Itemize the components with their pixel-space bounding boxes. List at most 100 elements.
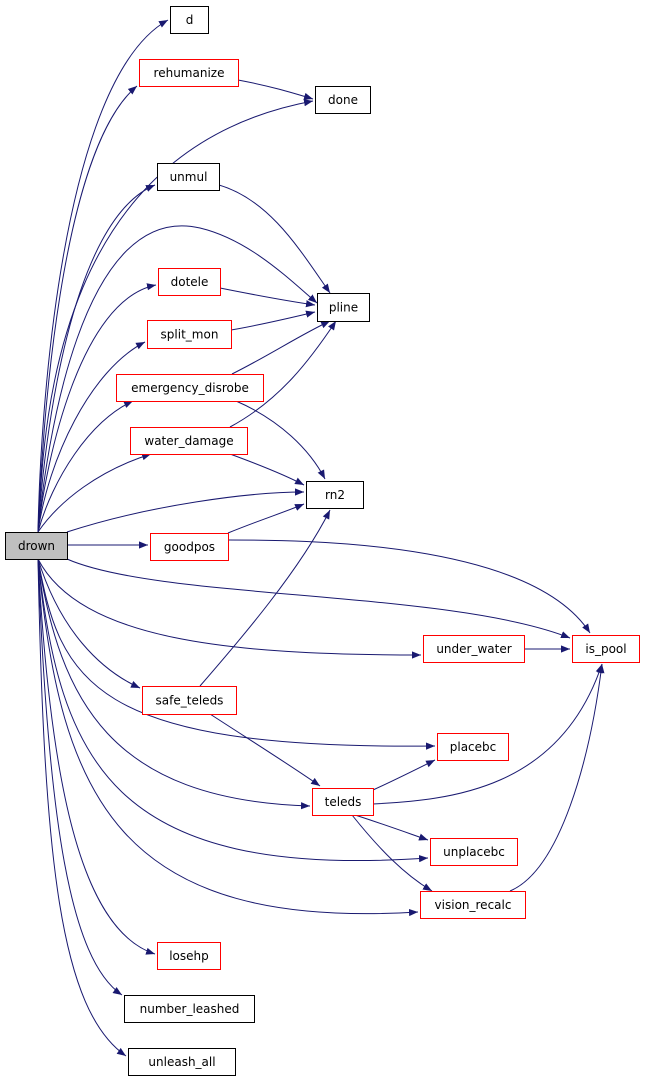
- edge-drown-to-teleds: [37, 558, 311, 810]
- edge-water_damage-to-pline: [229, 320, 337, 428]
- node-under_water[interactable]: under_water: [423, 635, 525, 663]
- node-vision_recalc[interactable]: vision_recalc: [420, 891, 526, 919]
- node-box-number_leashed[interactable]: [124, 995, 255, 1023]
- node-box-rn2[interactable]: [306, 481, 364, 509]
- edge-teleds-to-unplacebc: [354, 814, 429, 841]
- node-box-unmul[interactable]: [157, 163, 220, 191]
- node-label-number_leashed: number_leashed: [140, 1002, 240, 1016]
- node-label-done: done: [328, 93, 358, 107]
- node-goodpos[interactable]: goodpos: [150, 533, 229, 561]
- node-rehumanize[interactable]: rehumanize: [139, 59, 239, 87]
- node-label-teleds: teleds: [325, 795, 362, 809]
- node-box-unplacebc[interactable]: [430, 838, 518, 866]
- node-label-placebc: placebc: [450, 740, 497, 754]
- node-box-teleds[interactable]: [312, 788, 374, 816]
- node-label-rn2: rn2: [325, 488, 345, 502]
- node-done[interactable]: done: [315, 86, 371, 114]
- edge-drown-to-losehp: [37, 558, 156, 955]
- node-d[interactable]: d: [170, 6, 209, 34]
- edge-drown-to-d: [37, 19, 169, 533]
- edge-drown-to-rn2: [66, 488, 305, 533]
- node-pline[interactable]: pline: [317, 293, 370, 322]
- edge-rehumanize-to-done: [237, 79, 314, 100]
- node-box-under_water[interactable]: [423, 635, 525, 663]
- edge-drown-to-split_mon: [37, 341, 146, 533]
- node-label-split_mon: split_mon: [161, 328, 219, 342]
- edge-drown-to-dotele: [37, 283, 157, 533]
- node-label-unmul: unmul: [170, 170, 208, 184]
- edge-safe_teleds-to-teleds: [209, 713, 321, 787]
- edge-drown-to-rehumanize: [37, 85, 138, 533]
- node-label-dotele: dotele: [171, 275, 209, 289]
- node-box-is_pool[interactable]: [572, 635, 640, 663]
- node-unplacebc[interactable]: unplacebc: [430, 838, 518, 866]
- node-placebc[interactable]: placebc: [437, 733, 509, 761]
- node-emergency_disrobe[interactable]: emergency_disrobe: [116, 374, 264, 402]
- node-box-dotele[interactable]: [158, 268, 221, 296]
- node-box-split_mon[interactable]: [147, 320, 232, 349]
- node-label-water_damage: water_damage: [144, 434, 233, 448]
- edge-drown-to-placebc: [37, 558, 436, 750]
- edge-unmul-to-pline: [218, 184, 331, 294]
- node-label-unleash_all: unleash_all: [148, 1055, 215, 1069]
- edge-goodpos-to-is_pool: [227, 539, 591, 634]
- edge-teleds-to-vision_recalc: [351, 814, 433, 892]
- node-box-unleash_all[interactable]: [128, 1048, 236, 1076]
- node-split_mon[interactable]: split_mon: [147, 320, 232, 349]
- node-label-unplacebc: unplacebc: [443, 845, 505, 859]
- node-drown[interactable]: drown: [5, 532, 68, 560]
- edge-drown-to-under_water: [37, 558, 422, 659]
- node-unmul[interactable]: unmul: [157, 163, 220, 191]
- edge-drown-to-unplacebc: [37, 558, 429, 863]
- node-label-goodpos: goodpos: [164, 540, 215, 554]
- edge-drown-to-number_leashed: [37, 558, 123, 996]
- node-label-rehumanize: rehumanize: [154, 66, 225, 80]
- node-label-safe_teleds: safe_teleds: [156, 694, 224, 708]
- node-box-d[interactable]: [170, 6, 209, 34]
- node-teleds[interactable]: teleds: [312, 788, 374, 816]
- node-label-under_water: under_water: [436, 642, 511, 656]
- edge-emergency_disrobe-to-pline: [231, 320, 331, 375]
- edge-water_damage-to-rn2: [229, 453, 305, 486]
- edge-split_mon-to-pline: [230, 310, 316, 331]
- edge-drown-to-unmul: [37, 184, 156, 533]
- node-box-rehumanize[interactable]: [139, 59, 239, 87]
- node-label-d: d: [186, 13, 194, 27]
- node-number_leashed[interactable]: number_leashed: [124, 995, 255, 1023]
- node-label-pline: pline: [329, 301, 358, 315]
- node-box-water_damage[interactable]: [130, 427, 248, 455]
- node-is_pool[interactable]: is_pool: [572, 635, 640, 663]
- edge-drown-to-emergency_disrobe: [37, 400, 134, 533]
- node-losehp[interactable]: losehp: [157, 942, 221, 970]
- node-box-drown[interactable]: [5, 532, 68, 560]
- node-rn2[interactable]: rn2: [306, 481, 364, 509]
- node-box-done[interactable]: [315, 86, 371, 114]
- node-box-losehp[interactable]: [157, 942, 221, 970]
- edge-drown-to-unleash_all: [37, 558, 127, 1057]
- node-box-pline[interactable]: [317, 293, 370, 322]
- edge-emergency_disrobe-to-rn2: [235, 400, 326, 480]
- node-label-losehp: losehp: [169, 949, 209, 963]
- edge-drown-to-done: [37, 99, 314, 533]
- node-box-placebc[interactable]: [437, 733, 509, 761]
- edge-vision_recalc-to-is_pool: [509, 663, 605, 892]
- node-box-vision_recalc[interactable]: [420, 891, 526, 919]
- node-water_damage[interactable]: water_damage: [130, 427, 248, 455]
- node-label-is_pool: is_pool: [585, 642, 626, 656]
- node-label-drown: drown: [18, 539, 55, 553]
- node-box-goodpos[interactable]: [150, 533, 229, 561]
- edge-safe_teleds-to-rn2: [199, 509, 331, 687]
- edge-teleds-to-is_pool: [372, 663, 603, 805]
- edge-drown-to-vision_recalc: [37, 558, 419, 917]
- edges-layer: [37, 19, 605, 1057]
- node-box-safe_teleds[interactable]: [142, 686, 237, 715]
- edge-dotele-to-pline: [219, 287, 316, 308]
- node-box-emergency_disrobe[interactable]: [116, 374, 264, 402]
- node-safe_teleds[interactable]: safe_teleds: [142, 686, 237, 715]
- edge-drown-to-is_pool: [66, 558, 571, 639]
- node-unleash_all[interactable]: unleash_all: [128, 1048, 236, 1076]
- node-label-vision_recalc: vision_recalc: [435, 898, 512, 912]
- nodes-layer: drown d rehumanize done unmul dotele pline spli…: [5, 6, 640, 1076]
- node-dotele[interactable]: dotele: [158, 268, 221, 296]
